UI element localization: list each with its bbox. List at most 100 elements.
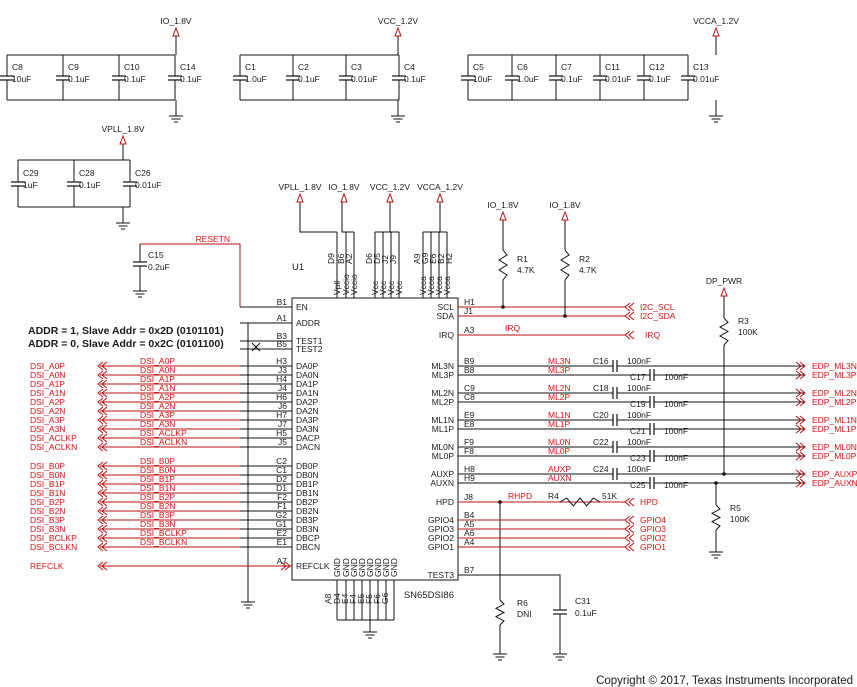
capacitor-value: 0.1uF	[561, 74, 583, 84]
dsi-port-label: DSI_A1P	[30, 379, 65, 389]
port-chevron-icon	[799, 415, 806, 425]
ic-pin-name: ML3N	[431, 361, 454, 371]
ic-pin-name: DB3N	[296, 524, 319, 534]
capacitor-ref: C21	[630, 426, 646, 436]
dsi-net-label: DSI_BCLKP	[140, 528, 187, 538]
ic-ball-label: H2	[444, 253, 454, 264]
power-net-label: VCCA_1.2V	[693, 16, 739, 26]
port-chevron-icon	[97, 406, 104, 416]
capacitor-ref: C13	[693, 62, 709, 72]
ic-ball-label: J6	[278, 401, 287, 411]
ic-pin-name: ML2P	[432, 397, 455, 407]
port-chevron-icon	[799, 361, 806, 371]
resistor-symbol	[710, 504, 722, 531]
power-arrow-icon	[720, 286, 728, 297]
capacitor-value: 1.0uF	[245, 74, 267, 84]
ic-pin-name: Vcca	[418, 276, 428, 295]
ic-pin-name: DB1P	[296, 479, 319, 489]
ic-ball-label: H9	[464, 473, 475, 483]
port-chevron-icon	[280, 561, 287, 571]
ic-pin-name: HPD	[436, 497, 454, 507]
power-net-label: IO_1.8V	[160, 16, 192, 26]
resistor-ref: R5	[730, 503, 741, 513]
power-arrow-icon	[712, 26, 720, 37]
port-chevron-icon	[795, 397, 802, 407]
port-chevron-icon	[628, 515, 635, 525]
dsi-port-label: DSI_A2P	[30, 397, 65, 407]
edp-port-label: EDP_AUXP	[812, 469, 857, 479]
capacitor-ref: C10	[124, 62, 140, 72]
port-chevron-icon	[795, 361, 802, 371]
port-chevron-icon	[97, 433, 104, 443]
ic-ball-label: D4	[332, 593, 342, 604]
ic-pin-name: TEST2	[296, 344, 323, 354]
capacitor-ref: C31	[575, 596, 591, 606]
port-chevron-icon	[97, 488, 104, 498]
edp-net-label: ML2N	[548, 383, 571, 393]
capacitor-value: 10uF	[473, 74, 492, 84]
capacitor-ref: C5	[473, 62, 484, 72]
ic-ball-label: A1	[277, 313, 288, 323]
capacitor-value: 100nF	[664, 399, 688, 409]
ic-pin-name: DA1P	[296, 379, 319, 389]
capacitor-ref: C25	[630, 480, 646, 490]
port-chevron-icon	[101, 433, 108, 443]
port-chevron-icon	[97, 424, 104, 434]
resistor-value: 100K	[738, 327, 758, 337]
hpd-port-label: HPD	[640, 497, 658, 507]
dsi-port-label: DSI_A3N	[30, 424, 65, 434]
port-chevron-icon	[101, 388, 108, 398]
resistor-ref: R2	[579, 254, 590, 264]
test3-wire	[458, 574, 561, 610]
ic-ball-label: F6	[372, 594, 382, 604]
junction-dot	[498, 500, 502, 504]
port-chevron-icon	[101, 533, 108, 543]
port-chevron-icon	[101, 470, 108, 480]
refclk-port-label: REFCLK	[30, 561, 64, 571]
ic-pin-name: DA3N	[296, 424, 319, 434]
ic-pin-name: REFCLK	[296, 561, 330, 571]
port-chevron-icon	[97, 533, 104, 543]
edp-port-label: EDP_ML2N	[812, 388, 857, 398]
port-chevron-icon	[101, 488, 108, 498]
capacitor-value: 0.1uF	[649, 74, 671, 84]
ic-pin-name: ML0N	[431, 442, 454, 452]
ic-ball-label: E4	[340, 593, 350, 604]
ic-ball-label: F5	[364, 594, 374, 604]
dsi-port-label: DSI_A0N	[30, 370, 65, 380]
capacitor-ref: C22	[593, 437, 609, 447]
port-chevron-icon	[624, 497, 631, 507]
ic-pin-name: DA0P	[296, 361, 319, 371]
dsi-port-label: DSI_A1N	[30, 388, 65, 398]
ic-ball-label: E9	[464, 410, 475, 420]
capacitor-ref: C12	[649, 62, 665, 72]
ic-pin-name: SDA	[437, 311, 455, 321]
port-chevron-icon	[799, 424, 806, 434]
port-chevron-icon	[97, 397, 104, 407]
capacitor-ref: C7	[561, 62, 572, 72]
port-chevron-icon	[795, 478, 802, 488]
irq-port-label: IRQ	[645, 330, 661, 340]
resistor-value: DNI	[517, 609, 532, 619]
gpio-port-label: GPIO1	[640, 542, 666, 552]
ic-ball-label: A2	[344, 253, 354, 264]
ic-pin-name: ML2N	[431, 388, 454, 398]
port-chevron-icon	[799, 397, 806, 407]
capacitor-ref: C20	[593, 410, 609, 420]
capacitor-ref: C3	[351, 62, 362, 72]
port-chevron-icon	[97, 470, 104, 480]
ic-pin-name: Vcca	[426, 276, 436, 295]
power-net-label: VPLL_1.8V	[278, 182, 321, 192]
resistor-value: 100K	[730, 514, 750, 524]
port-chevron-icon	[97, 370, 104, 380]
port-chevron-icon	[97, 479, 104, 489]
resistor-ref: R3	[738, 316, 749, 326]
ic-ball-label: G6	[380, 592, 390, 604]
power-arrow-icon	[436, 192, 444, 203]
ic-ball-label: B5	[277, 339, 288, 349]
ic-pin-name: ML1N	[431, 415, 454, 425]
dsi-port-label: DSI_B2P	[30, 497, 65, 507]
port-chevron-icon	[101, 561, 108, 571]
rhpd-net-label: RHPD	[508, 491, 532, 501]
